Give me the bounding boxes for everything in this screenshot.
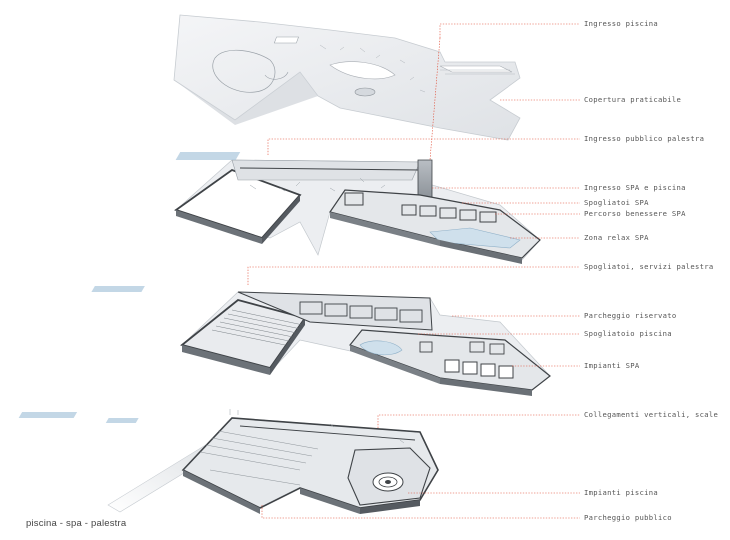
- spa-entrance-level: [174, 152, 541, 264]
- leader-ingresso-piscina: [439, 23, 580, 38]
- leader-ingresso-palestra: [267, 138, 580, 155]
- label-collegamenti-verticali-scale: Collegamenti verticali, scale: [584, 410, 719, 419]
- label-impianti-spa: Impianti SPA: [584, 361, 640, 370]
- label-percorso-benessere-spa: Percorso benessere SPA: [584, 209, 686, 218]
- leader-ingresso-piscina-drop: [429, 37, 441, 161]
- label-ingresso-pubblico-palestra: Ingresso pubblico palestra: [584, 134, 705, 143]
- roof-level: [173, 14, 521, 141]
- label-parcheggio-pubblico: Parcheggio pubblico: [584, 513, 672, 522]
- label-ingresso-piscina: Ingresso piscina: [584, 19, 659, 28]
- diagram-caption: piscina - spa - palestra: [26, 518, 127, 529]
- label-spogliatoi-servizi-palestra: Spogliatoi, servizi palestra: [584, 262, 714, 271]
- leader-collegamenti: [377, 414, 580, 428]
- leader-parcheggio-pubblico: [261, 505, 580, 519]
- label-copertura-praticabile: Copertura praticabile: [584, 95, 682, 104]
- leader-spogliatoi-palestra: [247, 266, 580, 285]
- parking-level: [18, 409, 439, 514]
- label-spogliatoio-piscina: Spogliatoio piscina: [584, 329, 672, 338]
- changing-rooms-level: [91, 286, 551, 396]
- label-spogliatoi-spa: Spogliatoi SPA: [584, 198, 649, 207]
- label-zona-relax-spa: Zona relax SPA: [584, 233, 649, 242]
- leader-lines: [247, 23, 580, 519]
- label-impianti-piscina: Impianti piscina: [584, 488, 659, 497]
- label-parcheggio-riservato: Parcheggio riservato: [584, 311, 677, 320]
- label-ingresso-spa-piscina: Ingresso SPA e piscina: [584, 183, 686, 192]
